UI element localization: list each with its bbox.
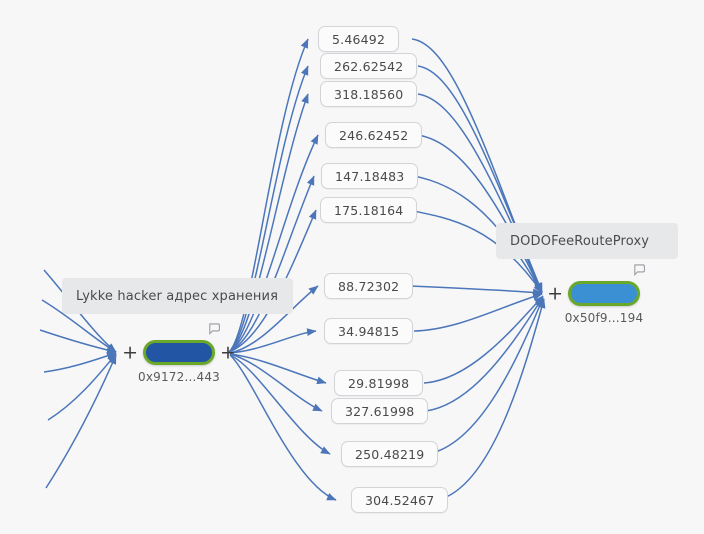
transaction-chip[interactable]: 5.46492 xyxy=(318,26,400,52)
transaction-chip[interactable]: 327.61998 xyxy=(331,398,429,424)
transaction-chip[interactable]: 304.52467 xyxy=(351,487,449,513)
source-node-tooltip: Lykke hacker адрес хранения xyxy=(62,278,293,314)
expand-left-button[interactable]: + xyxy=(547,282,563,304)
target-node-tooltip: DODOFeeRouteProxy xyxy=(496,223,678,259)
expand-left-button[interactable]: + xyxy=(122,341,138,363)
node-target[interactable]: + 0x50f9...194 xyxy=(547,264,645,325)
node-target-pill[interactable] xyxy=(568,281,640,306)
transaction-chip[interactable]: 88.72302 xyxy=(324,273,414,299)
transaction-chip[interactable]: 175.18164 xyxy=(320,197,418,223)
transaction-chip[interactable]: 147.18483 xyxy=(321,163,419,189)
transaction-chip[interactable]: 246.62452 xyxy=(325,122,423,148)
node-source[interactable]: + + 0x9172...443 xyxy=(122,323,236,384)
transaction-chip[interactable]: 34.94815 xyxy=(324,318,414,344)
transaction-chip[interactable]: 29.81998 xyxy=(334,370,424,396)
expand-right-button[interactable]: + xyxy=(220,341,236,363)
comment-icon[interactable] xyxy=(632,262,646,277)
outgoing-edges xyxy=(228,38,337,501)
merge-edges xyxy=(407,38,546,501)
comment-icon[interactable] xyxy=(207,321,221,336)
transaction-chip[interactable]: 318.18560 xyxy=(320,81,418,107)
node-source-label: 0x9172...443 xyxy=(137,370,221,384)
transaction-chip[interactable]: 250.48219 xyxy=(341,441,439,467)
node-source-pill[interactable] xyxy=(143,340,215,365)
node-target-label: 0x50f9...194 xyxy=(564,311,644,325)
transaction-chip[interactable]: 262.62542 xyxy=(320,53,418,79)
